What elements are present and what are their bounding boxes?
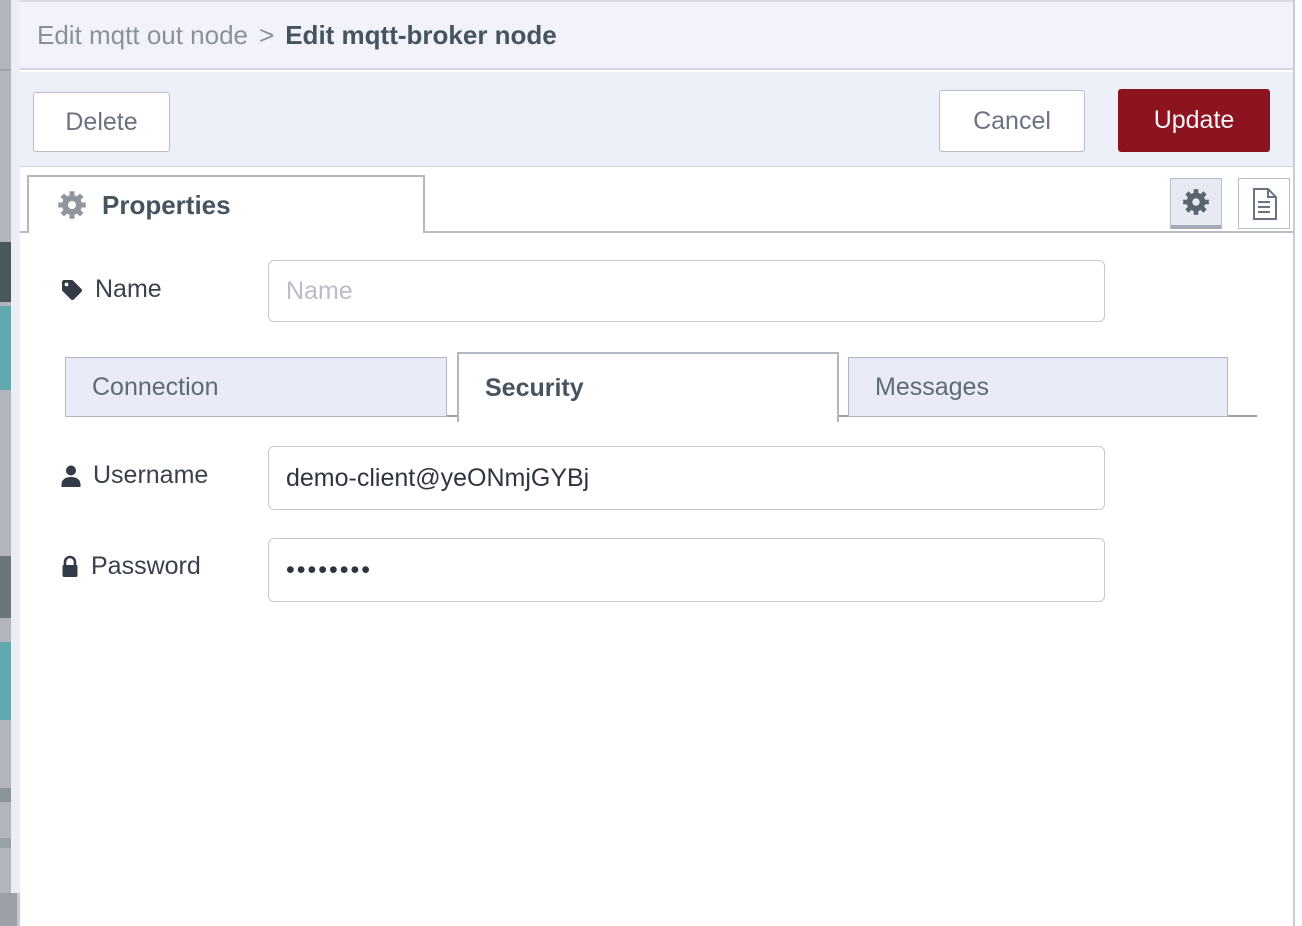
node-description-button[interactable] xyxy=(1238,178,1290,229)
tab-properties[interactable]: Properties xyxy=(27,175,425,233)
palette-node-fragment xyxy=(0,556,11,618)
connection-tab-label: Connection xyxy=(92,372,219,401)
palette-node-fragment xyxy=(0,242,11,302)
properties-tab-label: Properties xyxy=(102,189,231,220)
gear-icon xyxy=(1183,189,1209,215)
breadcrumb-current: Edit mqtt-broker node xyxy=(285,19,557,50)
name-field-label: Name xyxy=(60,275,162,304)
palette-node-fragment xyxy=(0,838,11,848)
tray-toolbar: Delete Cancel Update xyxy=(20,72,1293,167)
user-icon xyxy=(61,465,81,487)
password-input[interactable] xyxy=(268,538,1105,602)
delete-button[interactable]: Delete xyxy=(33,92,170,152)
gear-icon xyxy=(58,191,86,219)
lock-icon xyxy=(62,555,78,577)
cancel-button[interactable]: Cancel xyxy=(939,90,1085,152)
tab-messages[interactable]: Messages xyxy=(848,357,1228,417)
tray-header: Edit mqtt out node > Edit mqtt-broker no… xyxy=(20,0,1293,70)
tab-connection[interactable]: Connection xyxy=(65,357,447,417)
edit-tray-dialog: Edit mqtt out node > Edit mqtt-broker no… xyxy=(20,0,1295,926)
password-field-label: Password xyxy=(60,552,201,581)
tray-gutter xyxy=(11,0,20,926)
properties-panel: Name Connection Security Messages Userna… xyxy=(20,233,1293,926)
messages-tab-label: Messages xyxy=(875,372,989,401)
palette-bottom-corner xyxy=(0,893,20,926)
name-label-text: Name xyxy=(95,275,162,303)
palette-node-fragment xyxy=(0,306,11,390)
tab-bar-underline xyxy=(20,231,1293,233)
palette-node-fragment xyxy=(0,642,11,720)
security-tab-label: Security xyxy=(485,373,584,402)
tab-security[interactable]: Security xyxy=(457,352,839,422)
username-input[interactable] xyxy=(268,446,1105,510)
node-settings-button[interactable] xyxy=(1170,178,1222,229)
breadcrumb-separator: > xyxy=(259,19,275,50)
workspace-palette-edge xyxy=(0,0,11,926)
doc-icon xyxy=(1253,187,1277,220)
panel-tab-bar: Properties xyxy=(20,168,1293,233)
breadcrumb-parent[interactable]: Edit mqtt out node xyxy=(37,19,249,50)
password-label-text: Password xyxy=(91,552,201,580)
palette-node-fragment xyxy=(0,788,11,802)
username-label-text: Username xyxy=(93,461,209,489)
name-input[interactable] xyxy=(268,260,1105,322)
update-button[interactable]: Update xyxy=(1118,89,1270,152)
tag-icon xyxy=(62,279,82,300)
username-field-label: Username xyxy=(60,461,208,490)
palette-divider xyxy=(0,69,11,71)
